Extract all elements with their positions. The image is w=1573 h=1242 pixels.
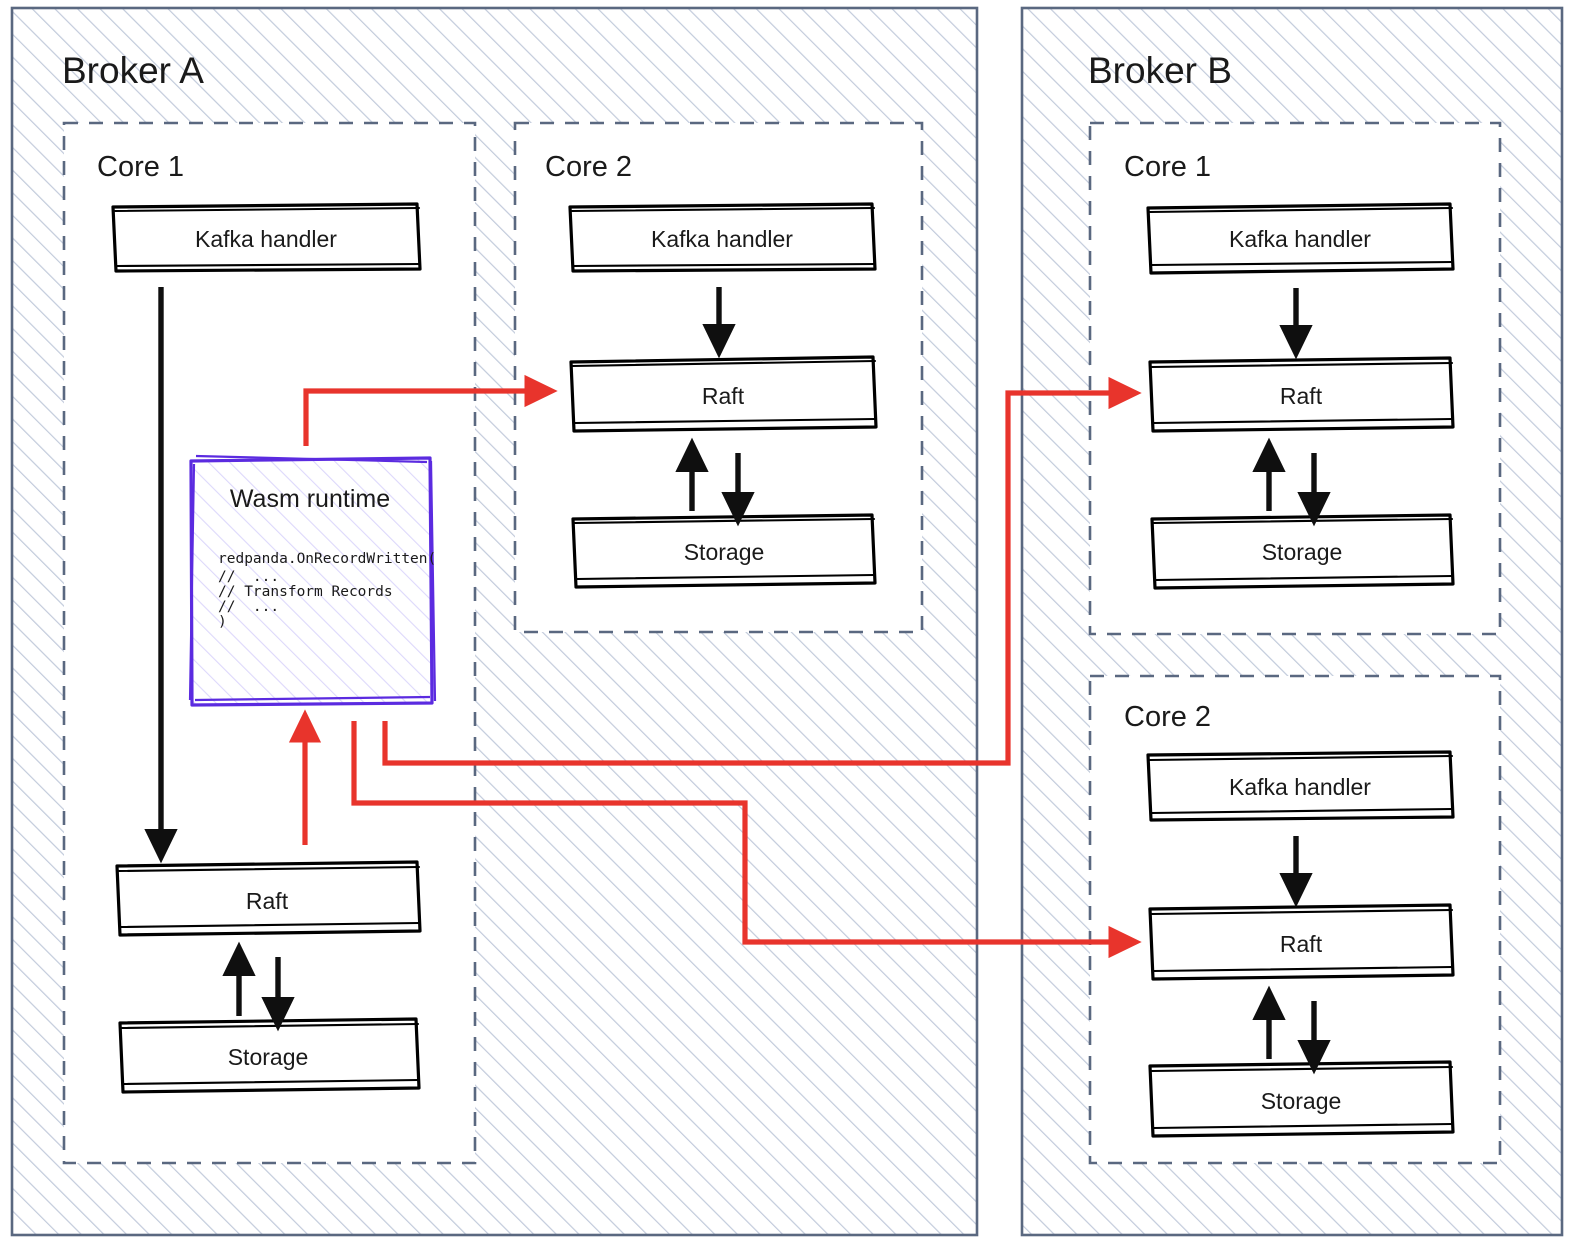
conn-wasm-to-a2-raft <box>303 374 558 446</box>
broker-b-title: Broker B <box>1088 50 1232 91</box>
broker-b-core-2-title: Core 2 <box>1124 701 1211 733</box>
node-b1-storage: Storage <box>1150 513 1455 590</box>
node-b2-storage-label: Storage <box>1261 1088 1342 1114</box>
wasm-code-line-1: // ... <box>218 569 279 585</box>
node-a2-storage-label: Storage <box>684 539 765 565</box>
node-b1-raft: Raft <box>1148 356 1455 433</box>
node-b2-kafka-handler: Kafka handler <box>1146 750 1455 822</box>
node-a2-storage: Storage <box>571 513 877 589</box>
conn-wasm-to-b1-raft <box>382 376 1142 766</box>
node-b1-kafka-handler-label: Kafka handler <box>1229 226 1371 252</box>
node-b1-kafka-handler: Kafka handler <box>1146 202 1455 275</box>
wasm-code-line-2: // Transform Records <box>218 584 393 600</box>
node-a1-kafka-handler-label: Kafka handler <box>195 226 337 252</box>
node-a1-wasm-runtime: Wasm runtime redpanda.OnRecordWritten( /… <box>188 454 436 707</box>
broker-b-container: Broker B Core 1 Kafka handler Raft <box>1020 6 1564 1237</box>
node-a2-raft-label: Raft <box>702 383 745 409</box>
node-b2-raft: Raft <box>1148 903 1455 981</box>
broker-b-core-1-container: Core 1 Kafka handler Raft Storage <box>1088 121 1502 636</box>
broker-a-title: Broker A <box>62 50 204 91</box>
node-a1-storage-label: Storage <box>228 1044 309 1070</box>
wasm-code-line-4: ) <box>218 614 227 630</box>
node-a1-wasm-runtime-label: Wasm runtime <box>230 485 390 513</box>
wasm-code-line-3: // ... <box>218 599 279 615</box>
node-a2-raft: Raft <box>569 355 878 433</box>
node-b2-storage: Storage <box>1148 1060 1455 1138</box>
node-a1-kafka-handler: Kafka handler <box>111 202 422 273</box>
node-a1-raft: Raft <box>115 860 422 937</box>
node-a2-kafka-handler-label: Kafka handler <box>651 226 793 252</box>
wasm-code-line-0: redpanda.OnRecordWritten( <box>218 551 436 567</box>
node-a1-storage: Storage <box>118 1017 421 1094</box>
node-b1-raft-label: Raft <box>1280 383 1323 409</box>
broker-a-container: Broker A Core 1 Kafka handler Wasm runti… <box>10 6 979 1237</box>
broker-a-core-2-container: Core 2 Kafka handler Raft Storage <box>513 121 924 634</box>
red-transform-flows <box>288 374 1142 959</box>
node-b2-raft-label: Raft <box>1280 931 1323 957</box>
broker-a-core-1-container: Core 1 Kafka handler Wasm runtime redpan… <box>62 121 477 1165</box>
node-a2-kafka-handler: Kafka handler <box>568 202 877 273</box>
node-b1-storage-label: Storage <box>1262 539 1343 565</box>
broker-a-core-1-title: Core 1 <box>97 151 184 183</box>
conn-wasm-to-b2-raft <box>351 721 1142 959</box>
node-a1-raft-label: Raft <box>246 888 289 914</box>
broker-b-core-1-title: Core 1 <box>1124 151 1211 183</box>
node-b2-kafka-handler-label: Kafka handler <box>1229 774 1371 800</box>
broker-b-core-2-container: Core 2 Kafka handler Raft Storage <box>1088 674 1502 1165</box>
broker-a-core-2-title: Core 2 <box>545 151 632 183</box>
